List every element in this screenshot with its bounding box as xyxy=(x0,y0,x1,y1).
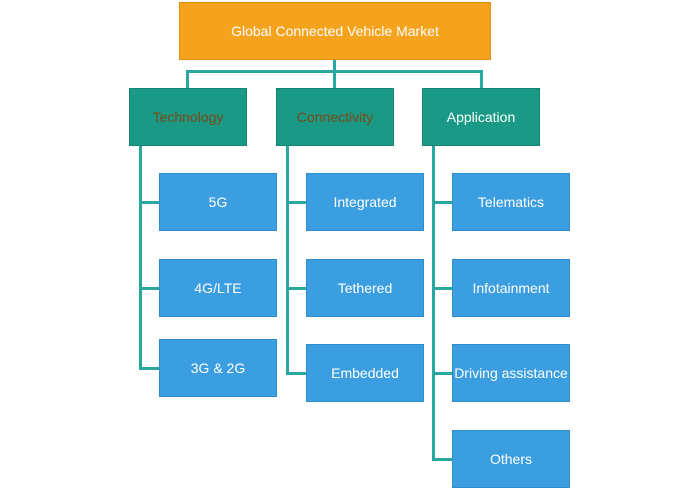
category-label: Technology xyxy=(152,109,224,125)
connector-application-item-3 xyxy=(432,372,452,375)
category-technology: Technology xyxy=(129,88,247,146)
connector-technology-item-3 xyxy=(139,367,159,370)
leaf-node: 5G xyxy=(159,173,277,231)
connector-root-trunk xyxy=(333,60,336,72)
leaf-label: 5G xyxy=(208,194,228,210)
connector-to-connectivity xyxy=(333,70,336,88)
connector-technology-spine xyxy=(139,146,142,370)
connector-to-technology xyxy=(186,70,189,88)
connector-connectivity-spine xyxy=(286,146,289,375)
leaf-node: Tethered xyxy=(306,259,424,317)
leaf-label: 4G/LTE xyxy=(194,280,242,296)
leaf-node: 4G/LTE xyxy=(159,259,277,317)
connector-to-application xyxy=(480,70,483,88)
leaf-node: Embedded xyxy=(306,344,424,402)
connector-application-item-1 xyxy=(432,201,452,204)
category-application: Application xyxy=(422,88,540,146)
connector-connectivity-item-1 xyxy=(286,201,306,204)
category-label: Connectivity xyxy=(296,109,374,125)
leaf-label: Driving assistance xyxy=(454,365,568,381)
leaf-node: Integrated xyxy=(306,173,424,231)
connector-application-item-4 xyxy=(432,458,452,461)
leaf-node: Infotainment xyxy=(452,259,570,317)
root-node: Global Connected Vehicle Market xyxy=(179,2,491,60)
leaf-label: 3G & 2G xyxy=(190,360,246,376)
category-connectivity: Connectivity xyxy=(276,88,394,146)
leaf-label: Integrated xyxy=(333,194,397,210)
connector-application-item-2 xyxy=(432,287,452,290)
leaf-node: Others xyxy=(452,430,570,488)
leaf-label: Telematics xyxy=(477,194,545,210)
root-label: Global Connected Vehicle Market xyxy=(231,23,439,39)
category-label: Application xyxy=(446,109,516,125)
leaf-node: 3G & 2G xyxy=(159,339,277,397)
leaf-node: Telematics xyxy=(452,173,570,231)
connector-application-spine xyxy=(432,146,435,461)
connector-technology-item-1 xyxy=(139,201,159,204)
leaf-node: Driving assistance xyxy=(452,344,570,402)
leaf-label: Embedded xyxy=(331,365,399,381)
leaf-label: Others xyxy=(489,451,532,467)
leaf-label: Infotainment xyxy=(472,280,550,296)
connector-connectivity-item-3 xyxy=(286,372,306,375)
connector-connectivity-item-2 xyxy=(286,287,306,290)
leaf-label: Tethered xyxy=(337,280,393,296)
connector-technology-item-2 xyxy=(139,287,159,290)
